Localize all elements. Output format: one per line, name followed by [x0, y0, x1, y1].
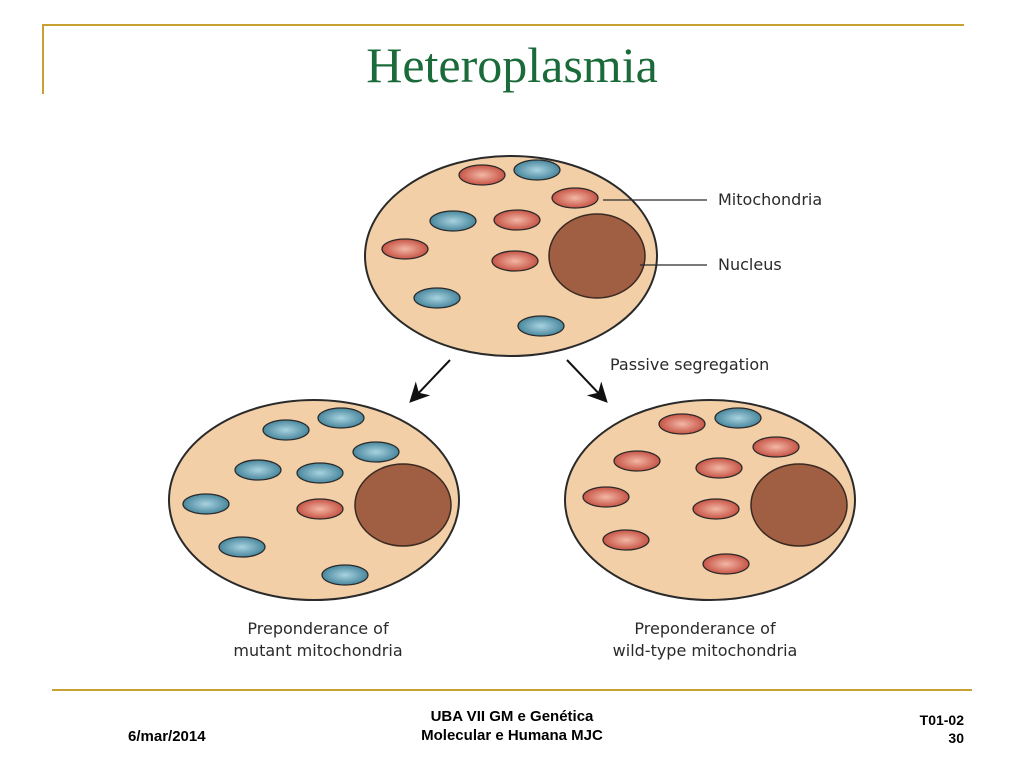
wildtype-mitochondrion [582, 486, 630, 508]
wildtype-daughter-cell [564, 399, 856, 601]
wildtype-cell-nucleus [750, 463, 848, 547]
wildtype-mitochondrion [551, 187, 599, 209]
footer-page-number: 30 [948, 730, 964, 746]
frame-left-rule [42, 24, 44, 94]
frame-top-rule [42, 24, 964, 26]
mutant-cell-nucleus [354, 463, 452, 547]
parent-nucleus [548, 213, 646, 299]
wildtype-mitochondrion [381, 238, 429, 260]
mutant-mitochondrion [513, 159, 561, 181]
parent-mitochondria-group [381, 159, 599, 337]
mutant-mitochondrion [429, 210, 477, 232]
mutant-mitochondrion [218, 536, 266, 558]
mutant-daughter-cell [168, 399, 460, 601]
mutant-mitochondrion [317, 407, 365, 429]
mitochondria-label: Mitochondria [718, 190, 822, 209]
footer-slide-code: T01-02 [919, 712, 964, 728]
parent-cell [364, 155, 658, 357]
slide-title: Heteroplasmia [366, 37, 658, 93]
wildtype-mitochondrion [493, 209, 541, 231]
footer-date: 6/mar/2014 [128, 728, 206, 745]
wildtype-mitochondrion [613, 450, 661, 472]
footer-course-line1: UBA VII GM e Genética [430, 708, 594, 725]
nucleus-label: Nucleus [718, 255, 782, 274]
mutant-cell-mitochondria-group [182, 407, 400, 586]
wildtype-mitochondrion [658, 413, 706, 435]
mutant-mitochondrion [413, 287, 461, 309]
mutant-mitochondrion [714, 407, 762, 429]
footer-course: UBA VII GM e Genética Molecular e Humana… [362, 707, 662, 745]
wildtype-mitochondrion [692, 498, 740, 520]
mutant-mitochondrion [352, 441, 400, 463]
arrow-to-mutant-cell [409, 359, 451, 403]
mutant-mitochondrion [321, 564, 369, 586]
mutant-caption-line2: mutant mitochondria [233, 641, 402, 660]
arrow-to-wildtype-cell [566, 359, 608, 403]
wildtype-mitochondrion [702, 553, 750, 575]
footer-rule [52, 689, 972, 691]
footer-slide-info: T01-02 30 [920, 711, 964, 747]
mutant-caption-line1: Preponderance of [247, 619, 389, 638]
wildtype-mitochondrion [491, 250, 539, 272]
passive-segregation-label: Passive segregation [610, 355, 769, 374]
mutant-mitochondrion [182, 493, 230, 515]
mutant-mitochondrion [296, 462, 344, 484]
mutant-mitochondrion [517, 315, 565, 337]
wildtype-caption-line2: wild-type mitochondria [613, 641, 798, 660]
footer-course-line2: Molecular e Humana MJC [421, 727, 603, 744]
mutant-mitochondrion [262, 419, 310, 441]
wildtype-mitochondrion [458, 164, 506, 186]
wildtype-mitochondrion [695, 457, 743, 479]
wildtype-mitochondrion [296, 498, 344, 520]
mutant-mitochondrion [234, 459, 282, 481]
wildtype-mitochondrion [602, 529, 650, 551]
wildtype-caption-line1: Preponderance of [634, 619, 776, 638]
wildtype-mitochondrion [752, 436, 800, 458]
wildtype-cell-mitochondria-group [582, 407, 800, 575]
